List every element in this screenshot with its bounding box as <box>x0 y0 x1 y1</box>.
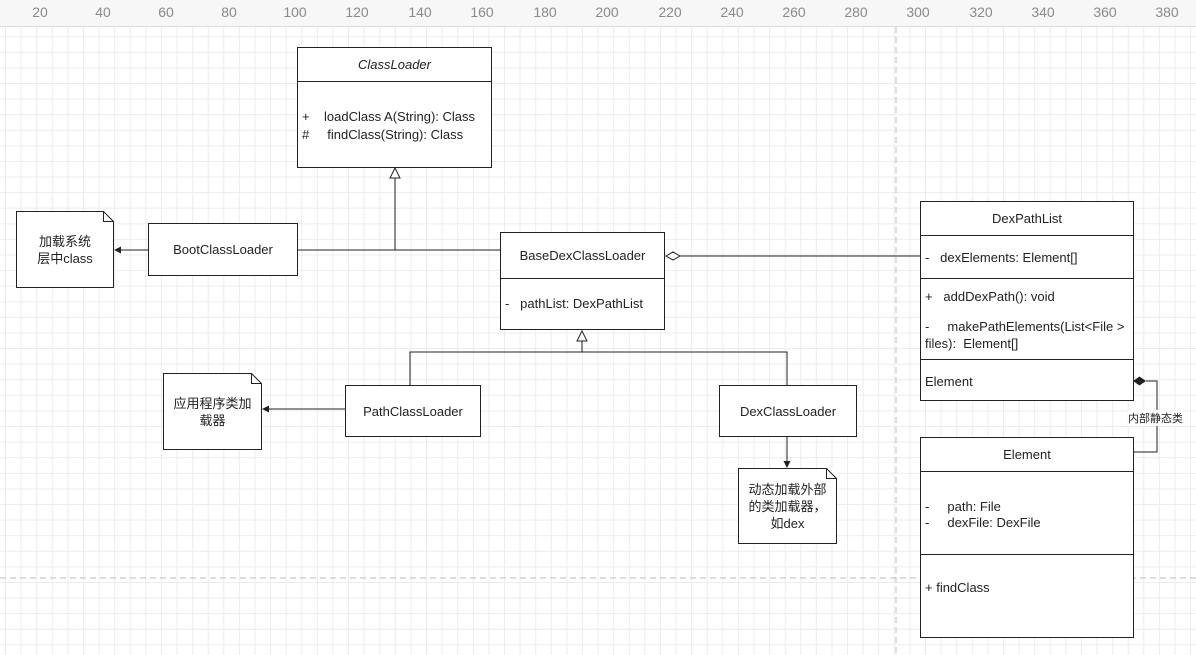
ruler-tick: 140 <box>408 4 432 20</box>
arrowhead-icon <box>262 405 269 413</box>
ruler-tick: 240 <box>720 4 744 20</box>
note-text: 应用程序类加载器 <box>173 395 252 428</box>
class-method: + addDexPath(): void <box>925 289 1055 304</box>
note-shape <box>738 468 837 544</box>
note-boot[interactable]: 加载系统层中class <box>16 211 114 288</box>
class-dexpathlist[interactable]: DexPathList - dexElements: Element[] + a… <box>920 201 1134 401</box>
edge-label-inner-static: 内部静态类 <box>1128 410 1183 426</box>
ruler-tick: 360 <box>1093 4 1117 20</box>
ruler-tick: 100 <box>283 4 307 20</box>
class-field: - dexElements: Element[] <box>925 250 1078 265</box>
ruler-tick: 120 <box>345 4 369 20</box>
ruler-tick: 200 <box>595 4 619 20</box>
class-field: - dexFile: DexFile <box>925 515 1041 530</box>
class-title: ClassLoader <box>298 48 491 82</box>
ruler-tick: 220 <box>658 4 682 20</box>
class-title: DexClassLoader <box>739 403 837 419</box>
class-element[interactable]: Element - path: File - dexFile: DexFile … <box>920 437 1134 638</box>
class-method-continued: files): Element[] <box>925 336 1019 351</box>
class-method: # findClass(String): Class <box>302 127 464 142</box>
section-divider <box>921 554 1133 555</box>
top-ruler: 20 40 60 80 100 120 140 160 180 200 220 … <box>0 0 1196 27</box>
class-pathclassloader[interactable]: PathClassLoader <box>345 385 481 437</box>
ruler-tick: 380 <box>1155 4 1179 20</box>
ruler-tick: 300 <box>906 4 930 20</box>
class-title: Element <box>921 438 1133 472</box>
inheritance-arrowhead <box>389 166 401 179</box>
note-shape <box>163 373 262 450</box>
aggregation-diamond-icon <box>664 251 682 261</box>
class-field: - path: File <box>925 499 1001 514</box>
ruler-tick: 160 <box>470 4 494 20</box>
note-shape <box>16 211 114 288</box>
ruler-tick: 260 <box>782 4 806 20</box>
ruler-tick: 340 <box>1031 4 1055 20</box>
section-divider <box>921 359 1133 360</box>
note-dex[interactable]: 动态加载外部的类加载器，如dex <box>738 468 837 544</box>
class-title: BaseDexClassLoader <box>501 233 664 279</box>
class-method: + loadClass A(String): Class <box>302 109 476 124</box>
class-classloader[interactable]: ClassLoader + loadClass A(String): Class… <box>297 47 492 168</box>
class-title: DexPathList <box>921 202 1133 236</box>
ruler-tick: 20 <box>32 4 48 20</box>
class-field: - pathList: DexPathList <box>505 296 644 311</box>
arrowhead-icon <box>114 246 121 254</box>
class-method: + findClass <box>925 580 990 595</box>
composition-diamond-icon <box>1133 376 1146 386</box>
class-title: BootClassLoader <box>173 242 273 257</box>
ruler-tick: 40 <box>95 4 111 20</box>
ruler-tick: 280 <box>844 4 868 20</box>
class-bootclassloader[interactable]: BootClassLoader <box>148 223 298 276</box>
ruler-tick: 180 <box>533 4 557 20</box>
ruler-tick: 80 <box>221 4 237 20</box>
edge-basedex-to-classloader[interactable] <box>394 178 500 251</box>
class-dexclassloader[interactable]: DexClassLoader <box>719 385 857 437</box>
class-title: PathClassLoader <box>363 403 463 419</box>
ruler-tick: 320 <box>969 4 993 20</box>
ruler-tick: 60 <box>158 4 174 20</box>
class-method: - makePathElements(List<File > <box>925 319 1125 334</box>
note-text: 加载系统层中class <box>37 233 93 266</box>
note-path[interactable]: 应用程序类加载器 <box>163 373 262 450</box>
arrowhead-icon <box>783 461 791 468</box>
edge-subclasses-bus[interactable] <box>409 351 788 385</box>
class-inner-class: Element <box>925 374 973 389</box>
note-text: 动态加载外部的类加载器，如dex <box>748 481 827 531</box>
section-divider <box>921 278 1133 279</box>
class-basedexclassloader[interactable]: BaseDexClassLoader - pathList: DexPathLi… <box>500 232 665 330</box>
inheritance-arrowhead <box>576 329 588 342</box>
